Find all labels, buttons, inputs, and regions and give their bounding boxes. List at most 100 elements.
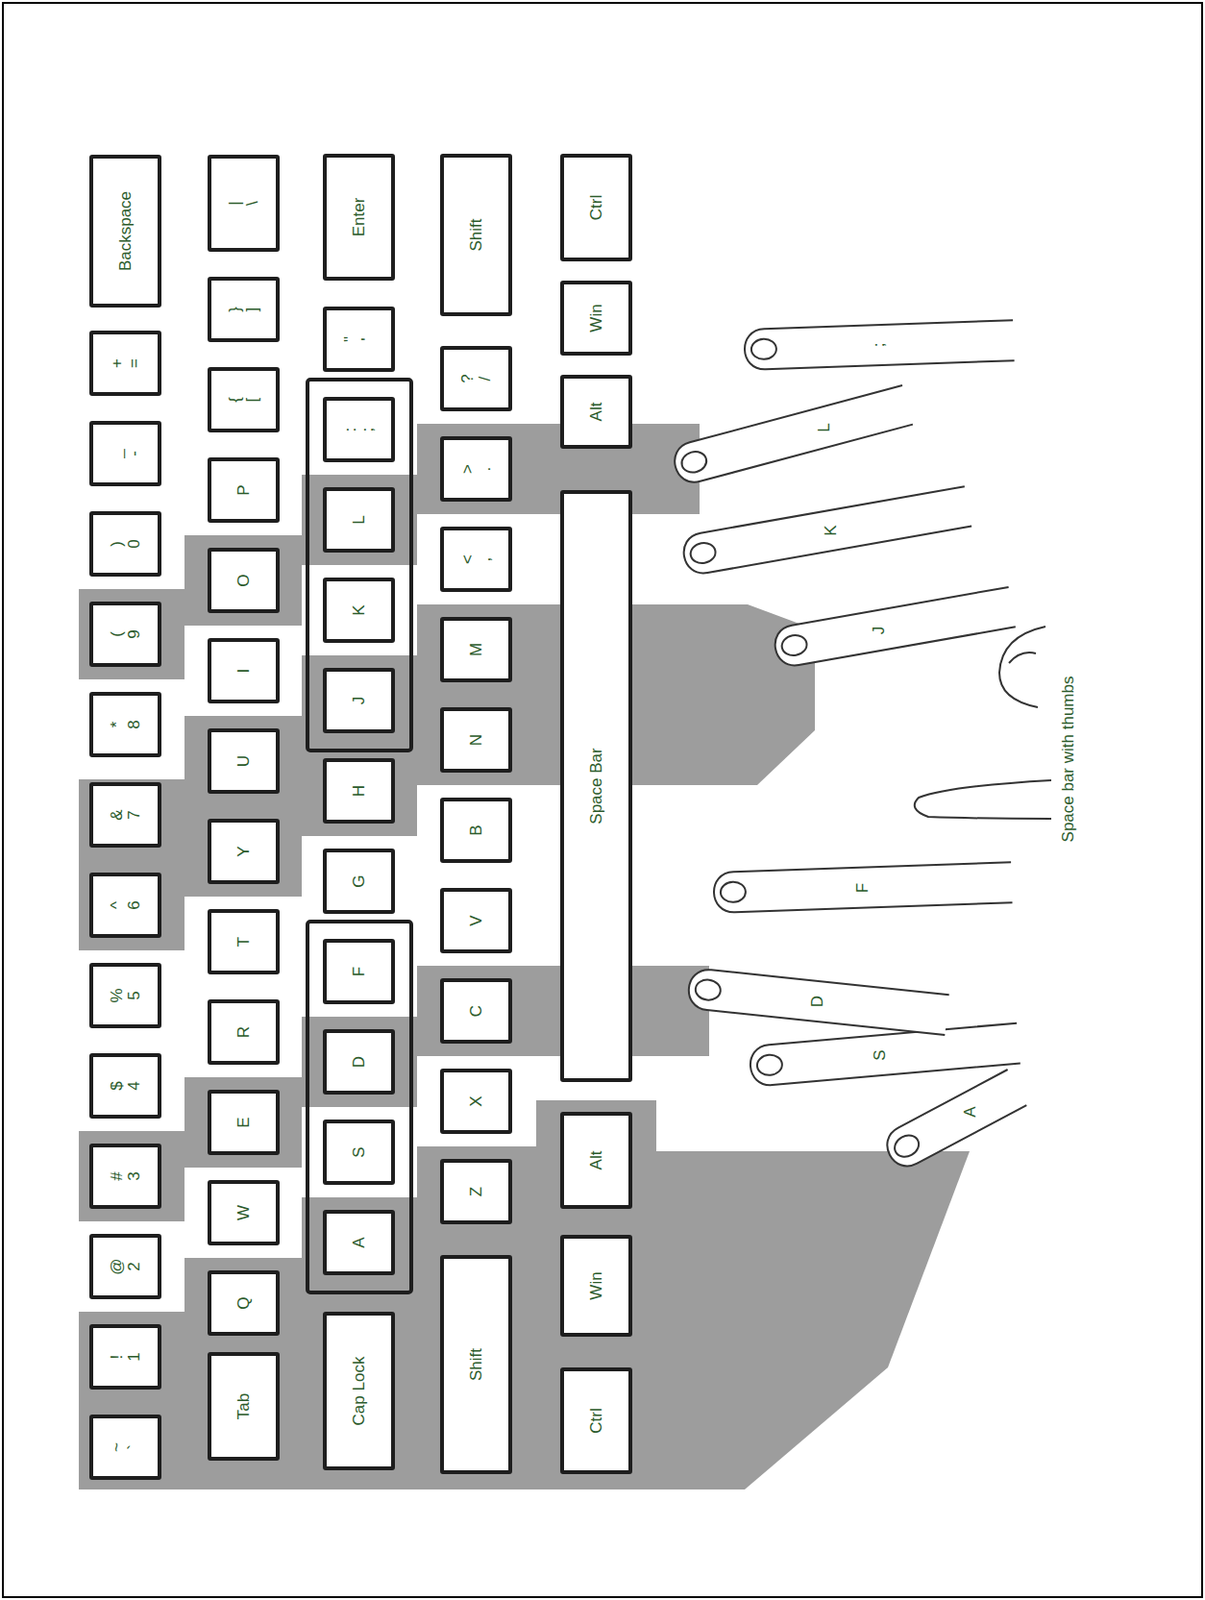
key-legend: F (350, 966, 369, 977)
key-legend: Win (588, 1271, 606, 1300)
finger-nail (890, 1131, 923, 1161)
finger-zone (301, 1016, 418, 1107)
finger-zone (184, 1257, 302, 1490)
key-legend: > (459, 464, 477, 474)
finger-nail (688, 541, 717, 566)
keyboard-key: S (322, 1119, 395, 1185)
finger-label: ; (869, 343, 889, 348)
keyboard-key: U (207, 728, 280, 794)
finger-label: S (870, 1050, 890, 1061)
right-thumb-nail (1008, 652, 1036, 664)
key-legend: Alt (588, 1151, 606, 1171)
key-legend: K (350, 604, 369, 615)
keyboard-key: "' (322, 306, 395, 372)
keyboard-key: += (89, 330, 162, 396)
keyboard-key: &7 (89, 782, 162, 848)
finger-zones (78, 423, 970, 1490)
key-legend: Tab (235, 1393, 253, 1420)
finger-nail (679, 448, 710, 475)
keyboard-key: _- (89, 420, 162, 487)
key-legend: H (350, 785, 369, 797)
key-legend: < (459, 554, 477, 565)
finger (684, 486, 972, 573)
key-legend: 9 (125, 629, 144, 639)
keyboard-key: Q (207, 1270, 280, 1336)
keyboard-key: Z (440, 1158, 513, 1225)
key-legend: M (467, 642, 486, 657)
key-legend: 1 (125, 1352, 144, 1361)
key-legend: # (108, 1171, 126, 1181)
key-legend: L (350, 515, 369, 524)
keyboard-key: }] (207, 276, 280, 343)
key-legend: B (467, 824, 486, 836)
key-legend: Ctrl (588, 195, 606, 221)
keyboard-key: ^6 (89, 872, 162, 938)
key-legend: N (467, 734, 486, 746)
key-legend: 5 (125, 990, 144, 1000)
finger (744, 319, 1015, 369)
key-legend: Shift (467, 1348, 486, 1381)
finger-nail (780, 633, 809, 658)
finger-zone (301, 655, 418, 837)
finger-zone (184, 535, 302, 626)
keyboard-key: {[ (207, 367, 280, 433)
finger-zone (417, 423, 700, 515)
keyboard-key: A (322, 1209, 395, 1276)
keyboard-key: E (207, 1089, 280, 1156)
finger-zone (417, 604, 537, 786)
keyboard-key: J (322, 667, 395, 734)
key-legend: | (226, 200, 245, 205)
key-legend: C (467, 1005, 486, 1017)
key-legend: ' (359, 337, 377, 341)
key-legend: Cap Lock (350, 1356, 369, 1427)
key-legend: Y (235, 845, 253, 857)
home-row-frame (307, 921, 412, 1293)
key-legend: . (476, 467, 494, 472)
finger-nail (756, 1054, 784, 1077)
keyboard-key: Enter (322, 153, 395, 281)
finger-label: D (808, 995, 828, 1008)
keyboard-key: *8 (89, 691, 162, 758)
key-legend: E (235, 1116, 253, 1128)
keyboard-key: <, (440, 526, 513, 592)
key-legend: Space Bar (588, 747, 606, 824)
key-legend: " (342, 336, 360, 343)
key-legend: Shift (467, 218, 486, 251)
key-legend: I (235, 668, 253, 674)
key-legend: 8 (125, 719, 144, 729)
key-legend: ! (108, 1354, 126, 1360)
keyboard-key: ~` (89, 1414, 162, 1480)
finger-zone (78, 1131, 185, 1222)
keyboard-key: I (207, 638, 280, 704)
note-label: Space bar with thumbs (1058, 676, 1079, 843)
finger (886, 1069, 1027, 1166)
key-legend: Win (588, 303, 606, 332)
keyboard-key: Ctrl (560, 1367, 633, 1475)
keyboard-key: B (440, 797, 513, 863)
keyboard-key: Y (207, 818, 280, 885)
keyboard-key: Ctrl (560, 153, 633, 262)
finger-label: J (869, 626, 889, 636)
keyboard-key: R (207, 999, 280, 1065)
keyboard-key: Win (560, 1234, 633, 1337)
key-legend: \ (244, 200, 262, 206)
key-legend: Enter (350, 197, 369, 238)
left-thumb (914, 780, 1052, 819)
keyboard: ~`!1@2#3$4%5^6&7*8(9)0_-+=BackspaceTabQW… (84, 144, 662, 1490)
key-legend: ` (125, 1444, 144, 1451)
key-legend: X (467, 1095, 486, 1107)
finger-zone (78, 589, 185, 680)
keyboard-key: P (207, 457, 280, 523)
keyboard-key: Shift (440, 1254, 513, 1475)
key-legend: ? (459, 373, 477, 383)
keyboard-key: K (322, 577, 395, 643)
key-legend: ( (108, 631, 126, 638)
key-legend: ] (244, 307, 262, 313)
finger-label: F (853, 882, 873, 892)
keyboard-key: F (322, 938, 395, 1005)
fingers (674, 319, 1052, 1166)
home-row-frame (307, 379, 412, 751)
key-legend: : (342, 427, 360, 433)
key-legend: , (476, 557, 494, 563)
finger-zone (301, 474, 418, 566)
